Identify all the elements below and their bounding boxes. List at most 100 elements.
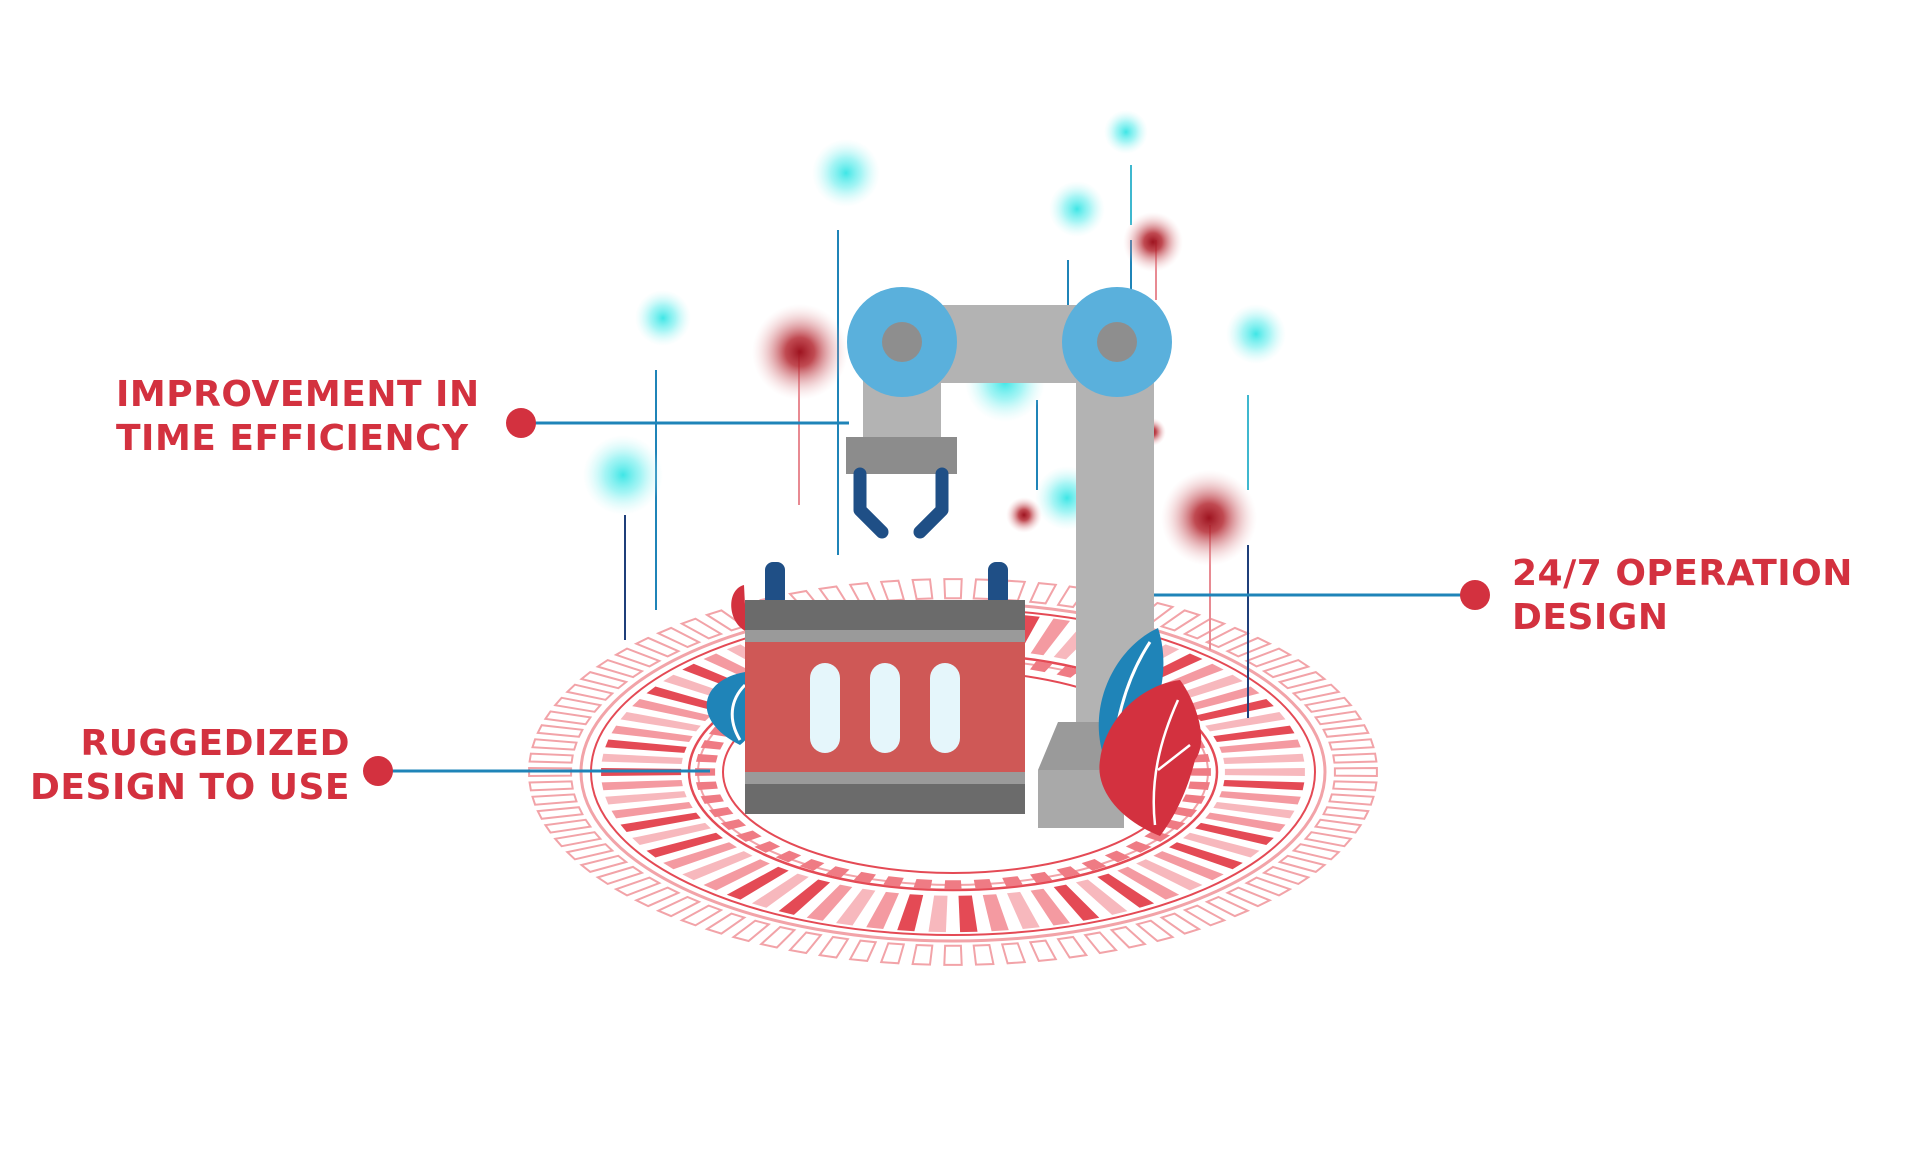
callout-operation-line-1: 24/7 OPERATION	[1512, 553, 1853, 594]
gauge-tick	[613, 876, 662, 897]
gauge-tick	[1195, 699, 1274, 722]
gauge-tick	[696, 781, 718, 790]
gauge-tick	[751, 873, 809, 908]
gauge-tick	[565, 843, 615, 861]
gauge-tick	[655, 895, 702, 918]
gauge-tick	[958, 895, 978, 933]
callout-operation-line-2: DESIGN	[1512, 597, 1669, 638]
gauge-tick	[620, 812, 701, 832]
gauge-tick	[1223, 780, 1305, 791]
gauge-tick	[1291, 683, 1341, 701]
gauge-tick	[1322, 806, 1370, 820]
gauge-tick	[1225, 886, 1273, 908]
gauge-tick	[1219, 739, 1301, 753]
gauge-tick	[1056, 935, 1089, 959]
gauge-tick	[1182, 904, 1227, 927]
cabinet-terminal-left	[765, 562, 785, 607]
gauge-tick	[553, 831, 603, 848]
gauge-tick	[565, 683, 615, 701]
gauge-tick	[632, 822, 711, 845]
gauge-tick	[836, 888, 876, 926]
gauge-tick	[1244, 876, 1293, 897]
gauge-tick	[754, 841, 781, 853]
gauge-tick	[943, 578, 963, 600]
cabinet-top-band	[745, 630, 1025, 642]
gauge-tick	[1313, 818, 1363, 834]
cabinet-bottom	[745, 784, 1025, 814]
gauge-tick	[911, 578, 934, 601]
cabinet-slot-2	[870, 663, 900, 753]
gauge-tick	[679, 904, 724, 927]
gauge-tick	[700, 794, 724, 804]
gauge-tick	[1182, 617, 1227, 640]
gauge-tick	[1244, 647, 1293, 668]
gauge-tick	[633, 636, 681, 658]
gauge-tick	[1277, 854, 1327, 873]
gauge-tick	[536, 806, 584, 820]
gauge-tick	[528, 780, 574, 792]
gauge-tick	[944, 880, 962, 890]
gauge-tick	[1083, 931, 1118, 955]
gauge-tick	[1188, 781, 1210, 790]
gauge-tick	[605, 791, 687, 805]
gripper-claw-left	[853, 467, 889, 539]
gauge-tick	[1333, 766, 1378, 778]
gauge-tick	[611, 802, 693, 819]
gauge-tick	[911, 943, 934, 966]
gauge-tick	[703, 859, 770, 891]
gauge-tick	[601, 753, 683, 764]
gauge-tick	[1190, 768, 1211, 776]
gauge-tick	[879, 942, 906, 965]
gauge-tick	[613, 647, 662, 668]
arm-gripper-head	[846, 437, 957, 474]
gauge-tick	[1030, 888, 1070, 926]
gauge-tick	[759, 925, 797, 949]
gauge-tick	[799, 859, 825, 871]
gauge-tick	[704, 609, 747, 632]
gauge-tick	[620, 712, 701, 732]
gauge-tick	[536, 724, 584, 738]
gauge-tick	[696, 754, 718, 763]
gauge-tick	[1172, 807, 1198, 818]
gauge-tick	[595, 865, 645, 885]
gauge-tick	[1030, 660, 1053, 673]
gauge-tick	[1030, 618, 1070, 656]
gauge-tick	[1322, 724, 1370, 738]
arm-joint-left-hub	[882, 322, 922, 362]
gauge-tick	[1219, 791, 1301, 805]
gauge-tick	[1291, 843, 1341, 861]
gauge-tick	[1205, 812, 1286, 832]
gauge-tick	[1136, 859, 1203, 891]
gauge-tick	[1097, 873, 1155, 908]
gauge-tick	[1328, 738, 1375, 751]
gauge-tick	[682, 851, 753, 881]
gauge-tick	[1261, 865, 1311, 885]
gauge-tick	[531, 793, 578, 806]
cabinet-bottom-band	[745, 772, 1025, 784]
leaf-red-front	[1099, 680, 1202, 836]
gauge-tick	[679, 617, 724, 640]
gauge-tick	[866, 891, 899, 929]
gauge-tick	[1169, 842, 1243, 870]
gauge-tick	[1303, 696, 1353, 713]
gauge-tick	[595, 659, 645, 679]
gauge-tick	[1000, 942, 1027, 965]
gauge-tick	[1053, 884, 1100, 921]
leaves-front	[1098, 628, 1202, 836]
callout-24-7-operation-design: 24/7 OPERATION DESIGN	[1512, 552, 1853, 640]
gauge-tick	[982, 894, 1009, 932]
gauge-tick	[731, 919, 771, 943]
gauge-tick	[853, 871, 876, 884]
gauge-tick	[1313, 710, 1363, 726]
callout-improvement-in-time-efficiency: IMPROVEMENT IN TIME EFFICIENCY	[116, 373, 480, 461]
gauge-tick	[848, 939, 878, 962]
gauge-tick	[1328, 793, 1375, 806]
callout-rugged-line-1: RUGGEDIZED	[80, 723, 350, 764]
gauge-tick	[1028, 582, 1058, 605]
gauge-tick	[943, 944, 963, 966]
gauge-tick	[1261, 659, 1311, 679]
callout-improvement-line-2: TIME EFFICIENCY	[116, 418, 469, 459]
cabinet-slot-3	[930, 663, 960, 753]
gauge-tick	[775, 850, 802, 863]
